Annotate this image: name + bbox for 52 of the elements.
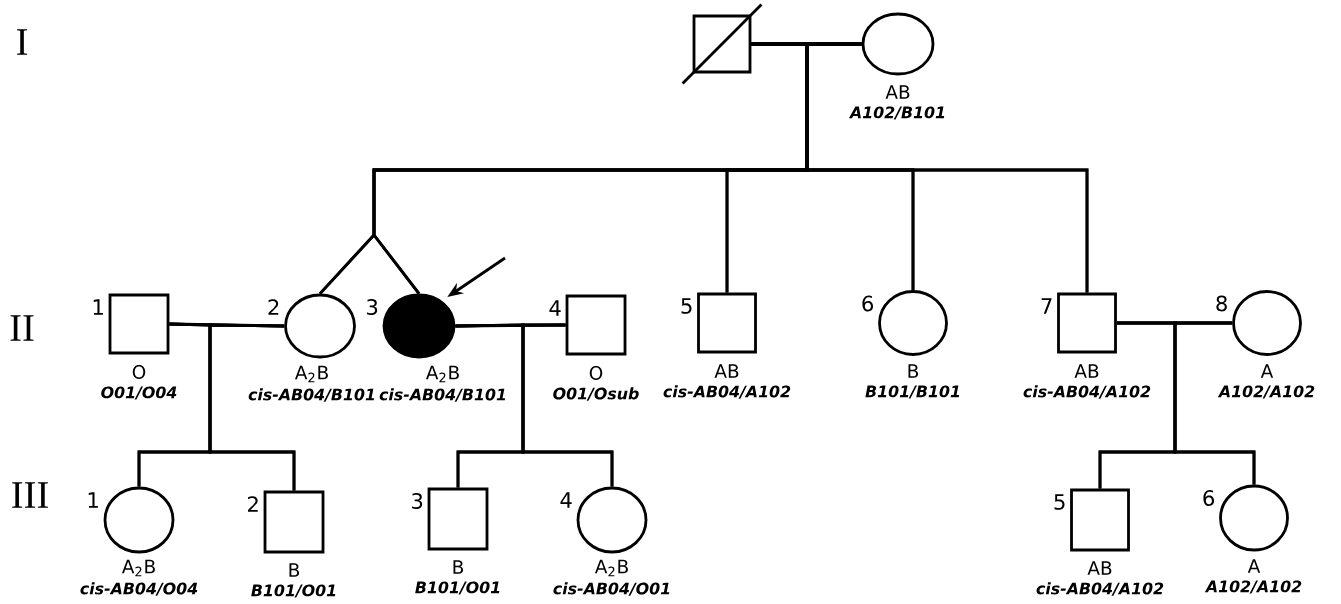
individual-number: 3 — [412, 493, 423, 509]
blood-type: AB — [885, 85, 910, 99]
genotype: cis-AB04/O04 — [80, 582, 198, 596]
genotype: A102/B101 — [848, 106, 945, 120]
individual-number: 6 — [1203, 490, 1215, 506]
genotype: cis-AB04/A102 — [663, 385, 791, 399]
blood-type: A$_{2}$B — [425, 365, 459, 383]
genotype: O01/Osub — [553, 387, 639, 401]
blood-type: A — [1247, 559, 1261, 573]
genotype: cis-AB04/B101 — [379, 388, 506, 402]
individual-number: 3 — [367, 299, 378, 315]
descent-line — [805, 42, 1089, 293]
individual-number: 7 — [1041, 298, 1052, 314]
blood-type: A$_{2}$B — [294, 365, 328, 383]
descent-line — [1173, 321, 1256, 485]
generation-label: I — [17, 29, 28, 55]
genotype: cis-AB04/O01 — [553, 582, 670, 596]
blood-type: A$_{2}$B — [594, 559, 628, 577]
blood-type: O — [589, 366, 603, 380]
genotype: B101/O01 — [251, 584, 336, 598]
blood-type: AB — [714, 364, 739, 378]
genotype: cis-AB04/B101 — [248, 388, 375, 402]
individual-number: 6 — [862, 295, 874, 312]
individual-number: 2 — [247, 496, 258, 512]
blood-type: O — [132, 365, 146, 379]
genotype: O01/O04 — [101, 386, 177, 400]
descent-line — [208, 323, 296, 491]
genotype: A102/A102 — [1217, 385, 1315, 399]
blood-type: A — [1260, 364, 1274, 378]
genotype: B101/B101 — [865, 385, 960, 399]
individual-number: 1 — [93, 299, 103, 315]
individual-number: 4 — [560, 492, 572, 508]
generation-label: III — [12, 482, 48, 508]
individual-number: 4 — [549, 300, 561, 316]
generation-label: II — [10, 315, 34, 341]
blood-type: AB — [1074, 364, 1099, 378]
individual-number: 5 — [1054, 494, 1065, 510]
blood-type: B — [908, 364, 919, 378]
genotype: A102/A102 — [1204, 580, 1302, 594]
male-symbol — [681, 3, 763, 85]
individual-number: 1 — [88, 492, 98, 508]
blood-type: B — [453, 560, 464, 574]
individual-number: 5 — [681, 298, 692, 314]
genotype: cis-AB04/A102 — [1023, 385, 1151, 399]
individual-number: 2 — [268, 299, 279, 315]
blood-type: A$_{2}$B — [121, 559, 155, 577]
genotype: cis-AB04/A102 — [1036, 582, 1164, 596]
genotype: B101/O01 — [415, 581, 500, 595]
individual-number: 8 — [1216, 295, 1227, 312]
blood-type: AB — [1087, 561, 1112, 575]
descent-line — [521, 323, 614, 487]
blood-type: B — [289, 563, 300, 577]
